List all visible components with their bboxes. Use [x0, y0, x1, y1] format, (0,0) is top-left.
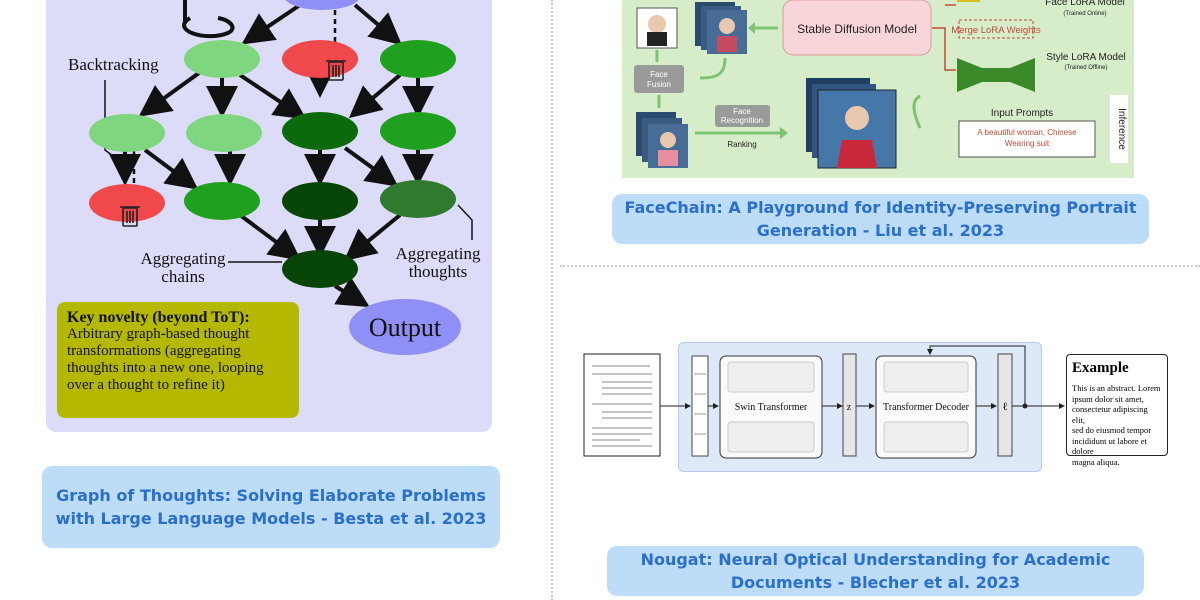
example-title: Example: [1072, 360, 1129, 376]
got-node-discarded: [89, 184, 165, 222]
prompt-text: Wearing suit: [1005, 139, 1050, 148]
prompt-text: A beautiful woman, Chinese: [977, 128, 1077, 137]
got-node: [186, 114, 262, 152]
merge-lora-label: Merge LoRA Weights: [951, 25, 1041, 36]
got-node: [282, 182, 358, 220]
got-node: [89, 114, 165, 152]
style-lora-label: Style LoRA Model: [1046, 52, 1126, 63]
trash-icon: [120, 206, 140, 227]
got-caption-line: Graph of Thoughts: Solving Elaborate Pro…: [56, 486, 486, 505]
example-line: incididunt ut labore et dolore: [1072, 435, 1147, 457]
trained-offline-label: (Trained Offline): [1064, 65, 1107, 71]
swin-transformer-label: Swin Transformer: [735, 402, 808, 413]
trained-online-label: (Trained Online): [1063, 11, 1106, 17]
got-node-top: [285, 0, 359, 10]
output-label: Output: [369, 313, 442, 342]
ranking-label: Ranking: [727, 140, 756, 149]
facechain-caption-line: FaceChain: A Playground for Identity-Pre…: [624, 198, 1137, 217]
example-line: magna aliqua.: [1072, 456, 1120, 467]
face-fusion-label: Face: [650, 70, 668, 79]
got-node-discarded: [282, 40, 358, 78]
vertical-divider: [551, 0, 553, 600]
backtracking-label: Backtracking: [68, 55, 159, 74]
nougat-caption-line: Nougat: Neural Optical Understanding for…: [640, 550, 1111, 569]
nougat-diagram: Swin Transformer z Transformer Decoder ℓ: [583, 345, 1065, 459]
example-body: This is an abstract. Lorem ipsum dolor s…: [1072, 383, 1162, 467]
aggregating-thoughts-label: thoughts: [409, 262, 468, 281]
got-node: [380, 180, 456, 218]
got-node: [282, 250, 358, 288]
facechain-caption-line: Generation - Liu et al. 2023: [756, 221, 1005, 240]
z-label: z: [847, 402, 852, 413]
got-caption-line: with Large Language Models - Besta et al…: [55, 509, 487, 528]
aggregating-thoughts-label: Aggregating: [396, 244, 481, 263]
face-lora-label: Face LoRA Model: [1045, 0, 1125, 8]
example-line: consectetur adipiscing elit,: [1072, 404, 1148, 425]
example-box: Example This is an abstract. Lorem ipsum…: [1066, 354, 1168, 467]
example-line: sed do eiusmod tempor: [1072, 425, 1152, 435]
got-graph: Backtracking Aggregating chains Aggregat…: [68, 0, 481, 355]
got-caption: Graph of Thoughts: Solving Elaborate Pro…: [42, 466, 500, 548]
ell-label: ℓ: [1002, 401, 1007, 413]
trash-icon: [326, 60, 346, 81]
facechain-diagram: Stable Diffusion Model Merge LoRA Weight…: [634, 0, 1128, 169]
got-output-node: [349, 299, 461, 355]
got-node: [184, 182, 260, 220]
got-node: [380, 40, 456, 78]
stable-diffusion-label: Stable Diffusion Model: [797, 22, 917, 36]
example-line: This is an abstract. Lorem: [1072, 383, 1161, 393]
example-line: ipsum dolor sit amet,: [1072, 393, 1144, 404]
input-prompts-label: Input Prompts: [991, 108, 1053, 119]
got-node: [282, 112, 358, 150]
key-novelty-title: Key novelty (beyond ToT):: [67, 309, 250, 326]
inference-label: Inference: [1116, 108, 1127, 150]
horizontal-divider: [560, 265, 1200, 267]
nougat-caption-line: Documents - Blecher et al. 2023: [730, 573, 1021, 592]
got-node: [184, 40, 260, 78]
got-node: [380, 112, 456, 150]
decoder-label: Transformer Decoder: [883, 402, 970, 413]
nougat-caption: Nougat: Neural Optical Understanding for…: [607, 546, 1144, 596]
aggregating-chains-label: chains: [161, 267, 204, 286]
face-recognition-label: Face: [733, 107, 751, 116]
aggregating-chains-label: Aggregating: [141, 249, 226, 268]
key-novelty-box: Key novelty (beyond ToT): Arbitrary grap…: [57, 302, 299, 418]
key-novelty-body: Arbitrary graph-based thought transforma…: [67, 326, 264, 393]
face-recognition-label: Recognition: [721, 116, 763, 125]
face-fusion-label: Fusion: [647, 80, 671, 89]
facechain-caption: FaceChain: A Playground for Identity-Pre…: [612, 194, 1149, 244]
